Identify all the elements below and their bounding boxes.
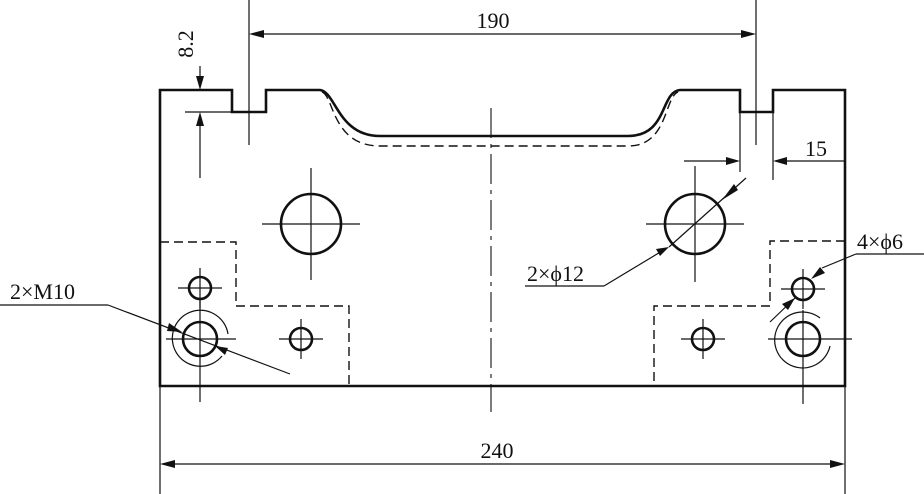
callout-large-holes-leader: [525, 177, 747, 287]
hidden-pocket-right: [653, 240, 845, 386]
dimension-240: [159, 386, 846, 494]
callout-large-holes-label: 2×ϕ12: [527, 261, 584, 286]
callout-threaded-holes-leader: [0, 304, 291, 375]
dimension-8-2-label: 8.2: [173, 30, 198, 58]
dimension-15-label: 15: [805, 136, 827, 161]
dimension-190: [248, 0, 757, 145]
dimension-240-label: 240: [481, 438, 514, 463]
callout-small-holes-label: 4×ϕ6: [857, 229, 903, 254]
small-hole-right-lower: [681, 319, 725, 359]
large-hole-left: [262, 168, 360, 280]
dimension-190-label: 190: [477, 8, 510, 33]
dimension-8-2: [185, 66, 232, 178]
callout-threaded-holes-label: 2×M10: [10, 279, 75, 304]
small-hole-left-lower: [279, 319, 323, 359]
small-hole-right-upper: [781, 269, 825, 309]
threaded-hole-right: [768, 310, 852, 404]
hidden-pocket-line: [321, 91, 679, 147]
hidden-pocket-left: [160, 241, 350, 386]
callout-small-holes-leader: [769, 253, 924, 323]
dimension-15: [684, 112, 845, 180]
part-outline: [158, 88, 847, 388]
